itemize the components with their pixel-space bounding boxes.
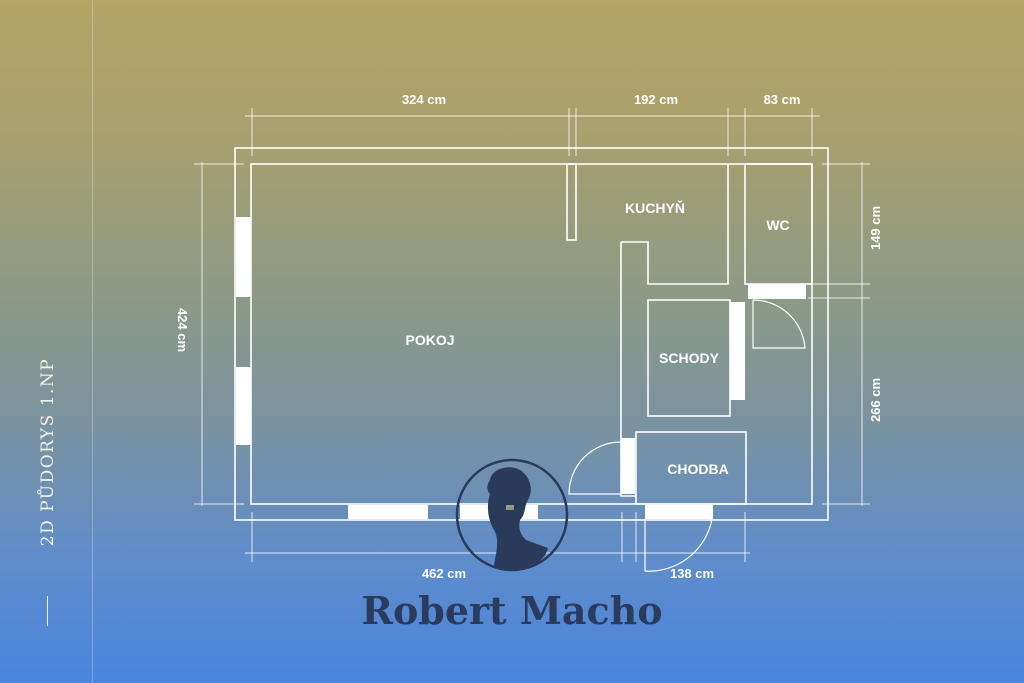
side-divider [92, 0, 93, 683]
dim-top-wc: 83 cm [764, 92, 801, 107]
room-label-kuchyn: KUCHYŇ [625, 199, 685, 216]
dim-top-kuchyn: 192 cm [634, 92, 678, 107]
room-label-wc: WC [766, 217, 789, 233]
wc-door-opening [748, 284, 806, 299]
dim-bottom-pokoj: 462 cm [422, 566, 466, 581]
wc-door-swing [752, 299, 806, 349]
portrait-logo [455, 458, 569, 572]
title-dash [47, 596, 48, 626]
dim-right-lower: 266 cm [868, 378, 883, 422]
brand-name: Robert Macho [361, 588, 663, 633]
window-left-lower [236, 367, 251, 445]
corridor-walls [635, 431, 747, 505]
kitchen-wall [621, 164, 729, 285]
entrance-opening [645, 505, 713, 519]
inner-wall [250, 163, 813, 505]
outer-wall [234, 147, 829, 521]
entrance-door-swing [644, 518, 713, 572]
window-bottom-1 [348, 505, 428, 519]
corridor-door-swing [568, 441, 622, 495]
dim-bottom-chodba: 138 cm [670, 566, 714, 581]
stairs-side-wall [730, 302, 745, 400]
dim-top-pokoj: 324 cm [402, 92, 446, 107]
corridor-door-opening [621, 438, 635, 494]
room-label-pokoj: POKOJ [405, 332, 454, 348]
dim-left-height: 424 cm [175, 308, 190, 352]
corridor-west-wall [620, 242, 636, 497]
room-label-chodba: CHODBA [667, 461, 728, 477]
room-label-schody: SCHODY [659, 350, 720, 366]
dim-right-wc: 149 cm [868, 206, 883, 250]
window-left-upper [236, 217, 251, 297]
partition-stub [566, 163, 577, 241]
